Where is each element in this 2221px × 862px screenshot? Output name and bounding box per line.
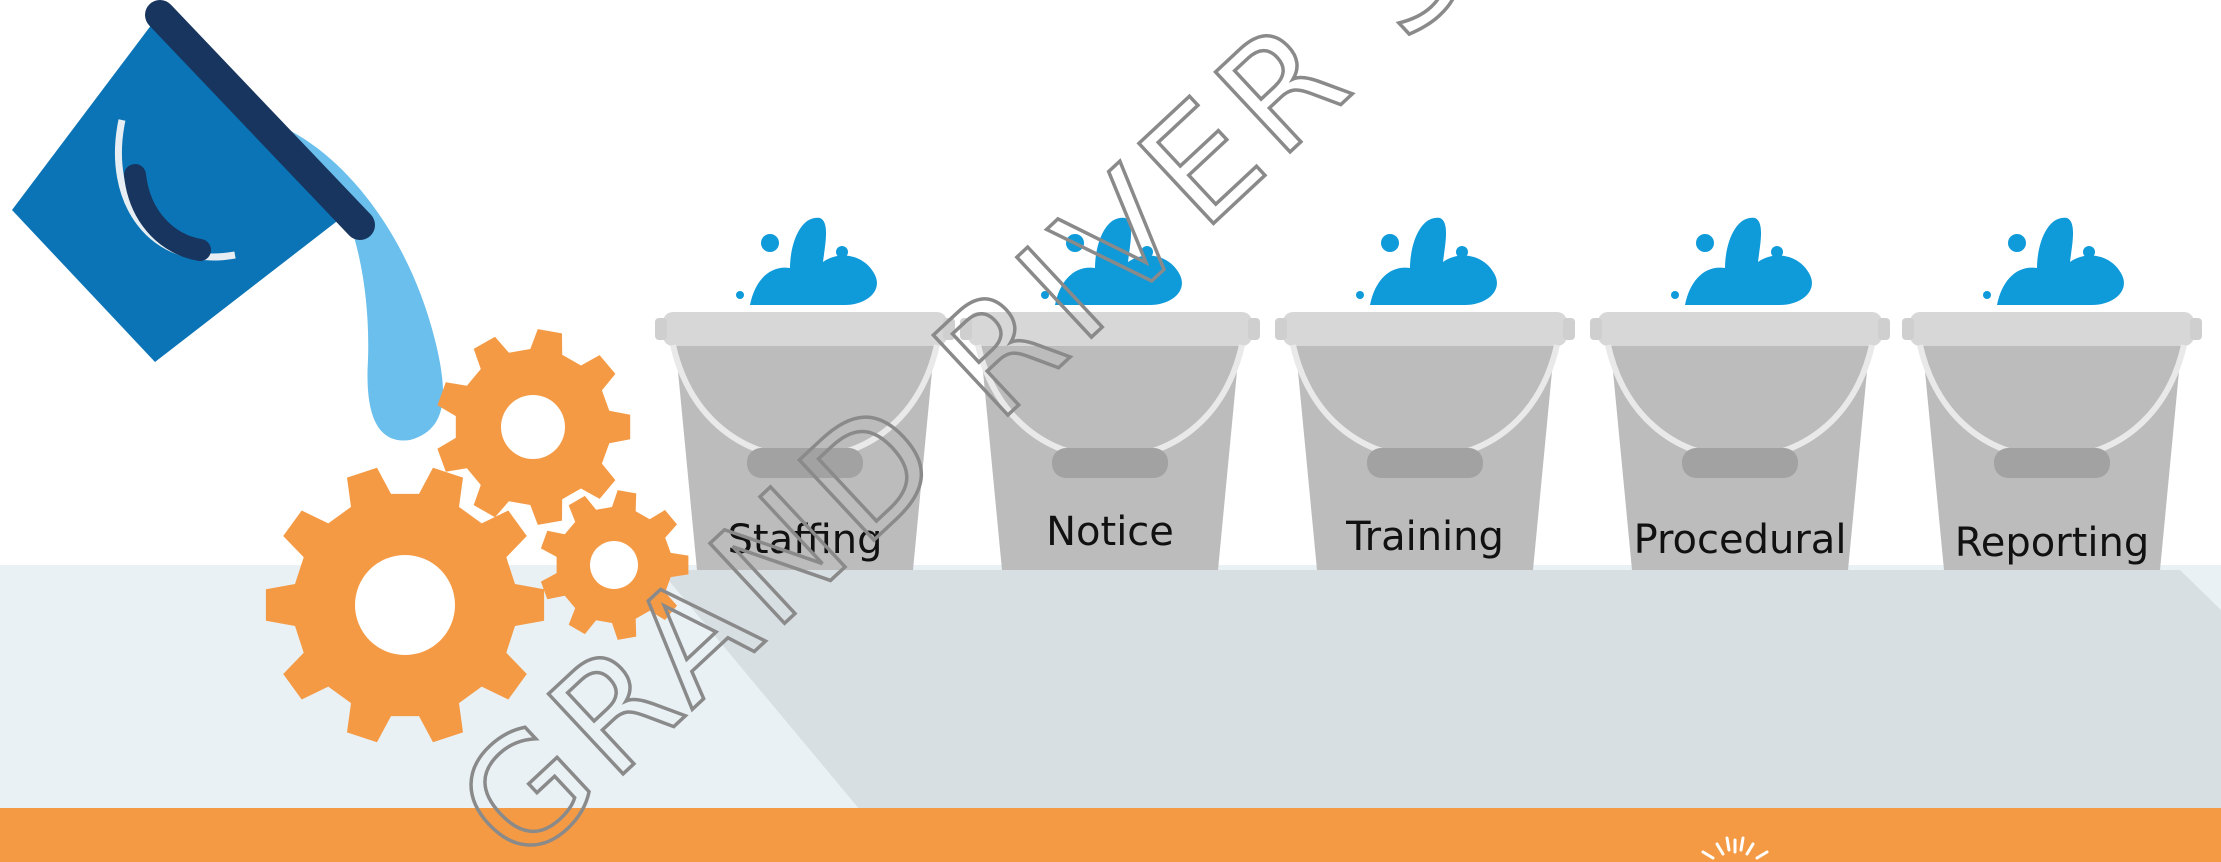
bucket-label-notice: Notice — [1046, 509, 1174, 555]
bucket-label-procedural: Procedural — [1634, 517, 1847, 563]
gear-hole — [355, 555, 455, 655]
footer-bar — [0, 808, 2221, 862]
bucket-label-training: Training — [1345, 514, 1504, 560]
bucket-label-reporting: Reporting — [1955, 520, 2149, 566]
gear-hole — [501, 395, 565, 459]
conveyor-belt — [660, 570, 2221, 810]
